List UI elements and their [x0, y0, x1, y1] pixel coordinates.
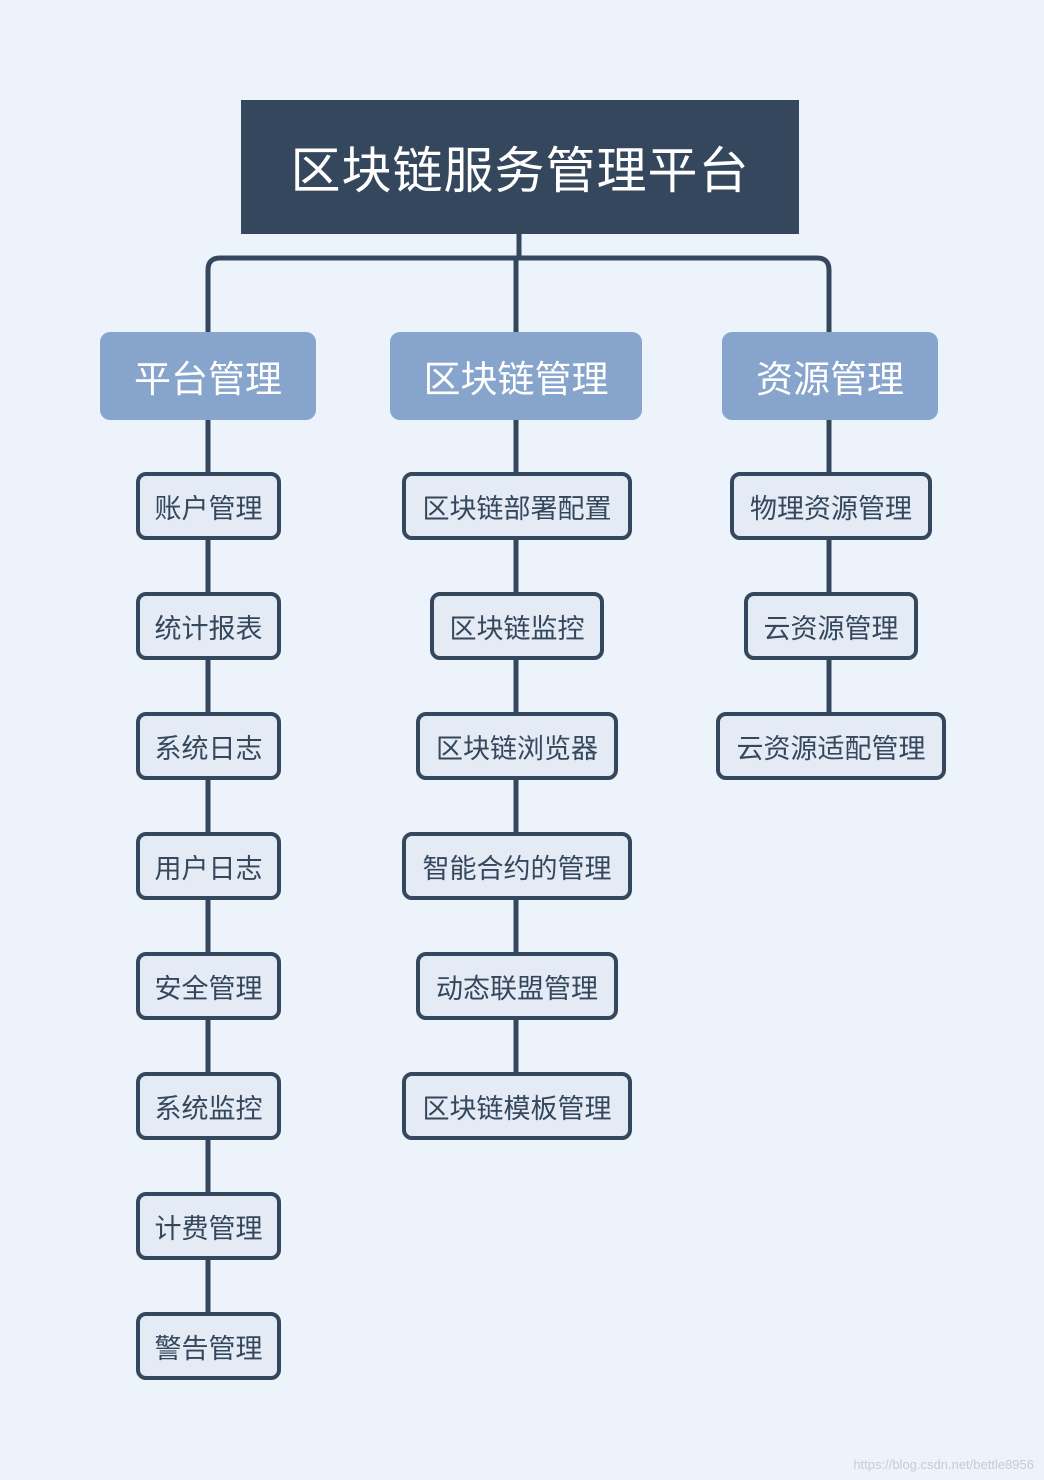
leaf-node: 云资源管理	[744, 592, 918, 660]
leaf-node: 云资源适配管理	[716, 712, 946, 780]
leaf-node: 账户管理	[136, 472, 281, 540]
root-label: 区块链服务管理平台	[290, 142, 750, 200]
leaf-node: 统计报表	[136, 592, 281, 660]
category-platform-management: 平台管理	[100, 332, 316, 420]
leaf-label: 账户管理	[154, 493, 263, 525]
leaf-node: 安全管理	[136, 952, 281, 1020]
leaf-label: 区块链浏览器	[436, 733, 598, 765]
leaf-label: 用户日志	[154, 853, 263, 885]
leaf-label: 系统日志	[154, 733, 263, 765]
leaf-label: 计费管理	[154, 1213, 263, 1245]
leaf-node: 计费管理	[136, 1192, 281, 1260]
leaf-label: 统计报表	[154, 613, 263, 645]
category-resource-management: 资源管理	[722, 332, 938, 420]
leaf-label: 区块链监控	[449, 613, 585, 645]
category-label: 资源管理	[756, 358, 904, 401]
leaf-node: 物理资源管理	[730, 472, 932, 540]
category-blockchain-management: 区块链管理	[390, 332, 642, 420]
leaf-node: 区块链浏览器	[416, 712, 618, 780]
leaf-label: 区块链部署配置	[422, 493, 612, 525]
leaf-node: 系统日志	[136, 712, 281, 780]
leaf-node: 区块链部署配置	[402, 472, 632, 540]
leaf-label: 安全管理	[154, 973, 263, 1005]
leaf-node: 警告管理	[136, 1312, 281, 1380]
leaf-node: 区块链模板管理	[402, 1072, 632, 1140]
category-label: 平台管理	[134, 358, 282, 401]
category-label: 区块链管理	[423, 358, 609, 401]
leaf-node: 动态联盟管理	[416, 952, 618, 1020]
leaf-label: 云资源适配管理	[736, 733, 926, 765]
leaf-node: 系统监控	[136, 1072, 281, 1140]
leaf-label: 区块链模板管理	[422, 1093, 612, 1125]
leaf-label: 警告管理	[154, 1333, 263, 1365]
leaf-label: 物理资源管理	[750, 493, 912, 525]
leaf-label: 云资源管理	[763, 613, 899, 645]
leaf-label: 系统监控	[154, 1093, 263, 1125]
leaf-node: 区块链监控	[430, 592, 604, 660]
leaf-node: 用户日志	[136, 832, 281, 900]
leaf-node: 智能合约的管理	[402, 832, 632, 900]
leaf-label: 动态联盟管理	[436, 973, 598, 1005]
leaf-label: 智能合约的管理	[422, 853, 612, 885]
root-node: 区块链服务管理平台	[241, 100, 799, 234]
source-url-caption: https://blog.csdn.net/bettle8956	[853, 1457, 1034, 1472]
